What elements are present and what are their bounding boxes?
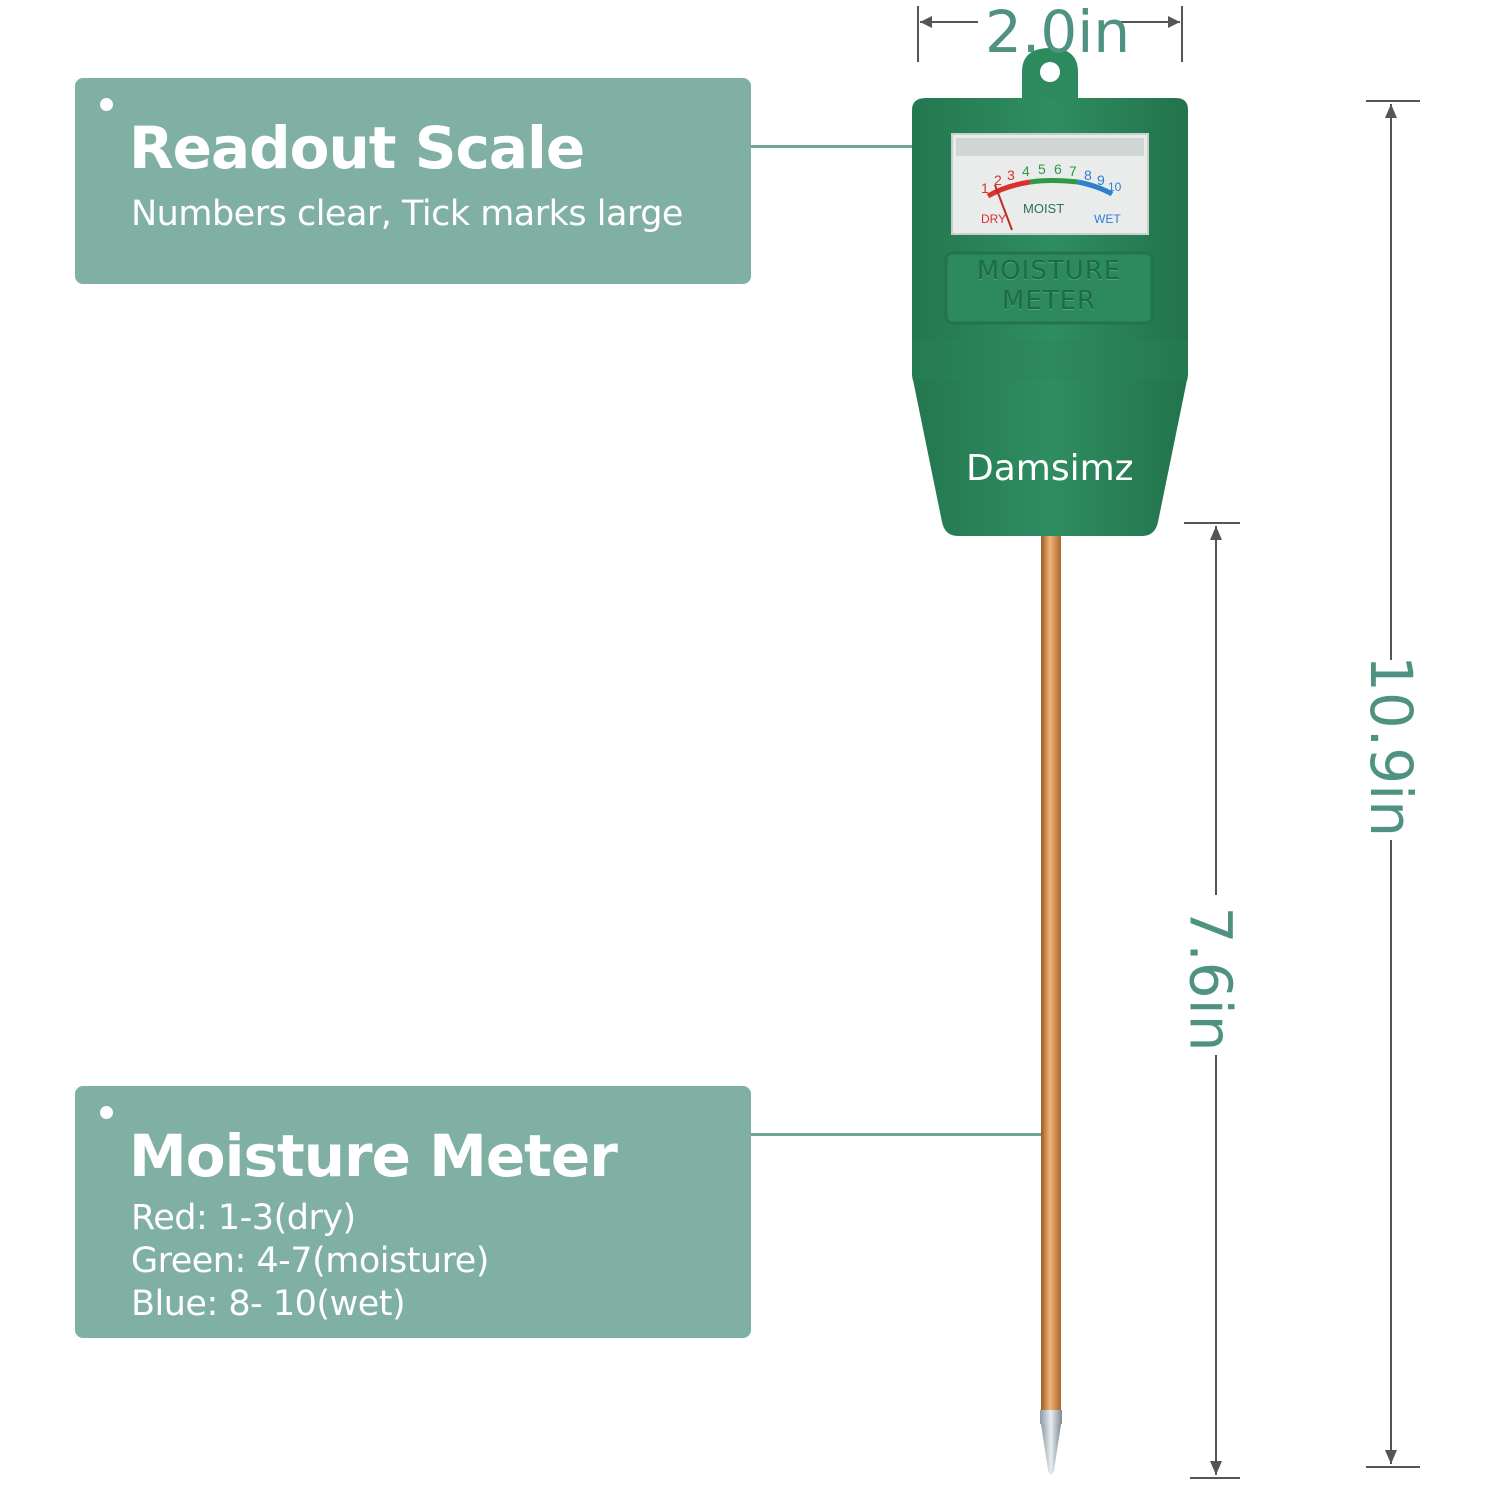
bullet-dot [100, 1106, 113, 1119]
callout-description: Numbers clear, Tick marks large [131, 194, 683, 234]
callout-line-green: Green: 4-7(moisture) [131, 1241, 489, 1281]
probe-rod [1041, 535, 1061, 1413]
bullet-dot [100, 98, 113, 111]
callout-title: Moisture Meter [129, 1122, 618, 1190]
callout-title: Readout Scale [129, 114, 585, 182]
total-height-dimension [1366, 100, 1420, 1468]
moisture-connector-line [751, 1133, 1048, 1136]
readout-connector-line [751, 145, 919, 148]
total-height-label: 10.9in [1357, 654, 1426, 838]
nameplate [944, 251, 1154, 325]
width-dimension-label: 2.0in [985, 0, 1131, 66]
hanging-loop-icon [1022, 48, 1078, 100]
gauge-window [951, 133, 1149, 235]
probe-length-label: 7.6in [1176, 906, 1245, 1052]
probe-length-dimension [1184, 522, 1240, 1479]
readout-scale-callout: Readout Scale Numbers clear, Tick marks … [75, 78, 751, 284]
width-dimension [917, 6, 1183, 62]
moisture-meter-callout: Moisture Meter Red: 1-3(dry) Green: 4-7(… [75, 1086, 751, 1338]
callout-line-red: Red: 1-3(dry) [131, 1198, 356, 1238]
probe-tip [1041, 1424, 1061, 1475]
callout-line-blue: Blue: 8- 10(wet) [131, 1284, 406, 1324]
probe-collar [1040, 1410, 1062, 1424]
